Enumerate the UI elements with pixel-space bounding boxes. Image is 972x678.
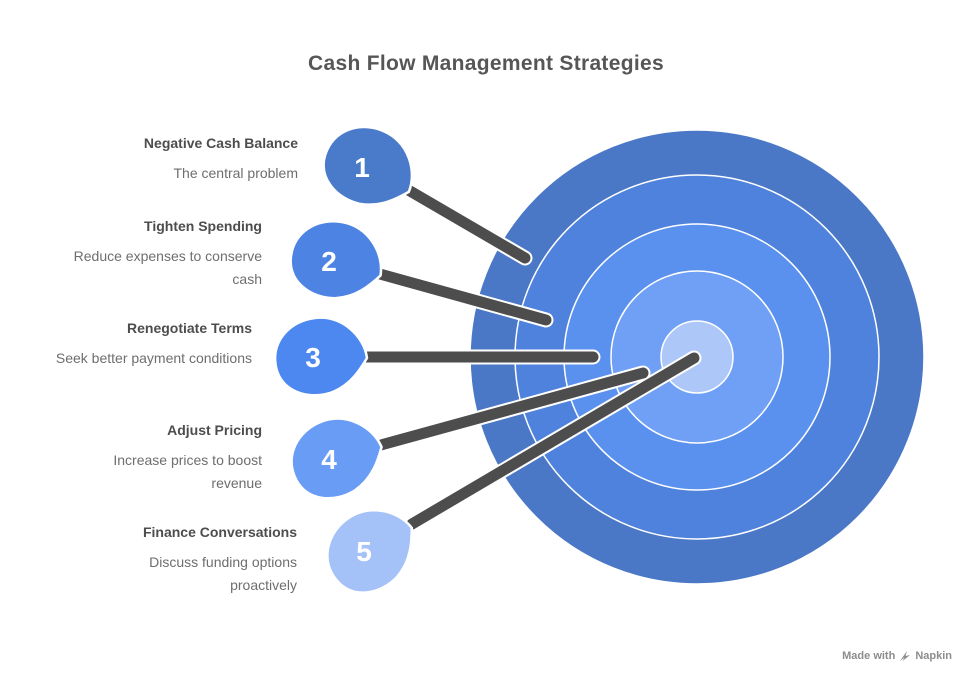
item-label-3: Renegotiate Terms Seek better payment co… <box>52 317 252 370</box>
item-label-1: Negative Cash Balance The central proble… <box>98 132 298 185</box>
item-desc: Reduce expenses to conserve cash <box>73 248 262 287</box>
item-title: Finance Conversations <box>142 524 297 540</box>
item-title: Adjust Pricing <box>167 422 262 438</box>
pin-2 <box>289 220 383 300</box>
item-desc: Seek better payment conditions <box>55 350 252 366</box>
item-desc: Increase prices to boost revenue <box>113 452 262 491</box>
connector-line-5 <box>406 352 700 530</box>
watermark-brand: Napkin <box>915 650 952 662</box>
item-title: Negative Cash Balance <box>143 135 298 151</box>
item-label-5: Finance Conversations Discuss funding op… <box>97 521 297 597</box>
item-label-2: Tighten Spending Reduce expenses to cons… <box>62 215 262 291</box>
connector-line-2 <box>374 268 552 326</box>
pin-3 <box>273 316 369 397</box>
connector-line-1 <box>404 185 531 264</box>
pin-number-3: 3 <box>305 342 321 373</box>
napkin-logo-icon <box>899 650 911 662</box>
item-title: Tighten Spending <box>144 218 262 234</box>
pin-number-5: 5 <box>356 536 372 567</box>
pin-number-1: 1 <box>354 152 370 183</box>
item-label-4: Adjust Pricing Increase prices to boost … <box>62 419 262 495</box>
pin-5 <box>326 509 414 594</box>
item-desc: The central problem <box>173 165 298 181</box>
pin-number-4: 4 <box>321 444 337 475</box>
connector-line-4 <box>375 367 649 451</box>
watermark-prefix: Made with <box>842 650 896 662</box>
watermark: Made with Napkin <box>842 650 952 662</box>
page-title: Cash Flow Management Strategies <box>308 52 664 75</box>
pin-number-2: 2 <box>321 246 337 277</box>
pin-1 <box>322 125 414 206</box>
pin-4 <box>290 417 383 500</box>
item-desc: Discuss funding options proactively <box>149 554 297 593</box>
item-title: Renegotiate Terms <box>127 320 252 336</box>
